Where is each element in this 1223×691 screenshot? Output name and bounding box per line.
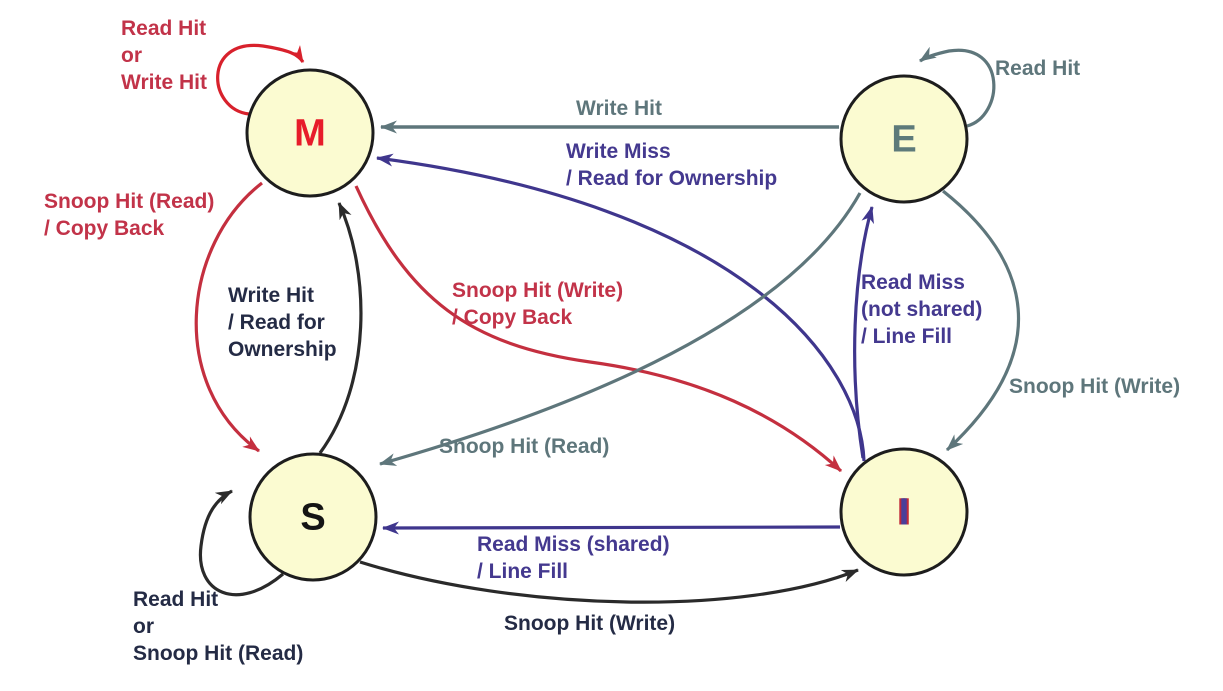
label-m-to-i: Snoop Hit (Write) / Copy Back [452, 279, 624, 329]
label-m-to-s: Snoop Hit (Read) / Copy Back [44, 190, 215, 240]
state-node-invalid: I [839, 447, 969, 577]
arrow-s-to-m [318, 202, 363, 454]
label-s-to-i: Snoop Hit (Write) [504, 612, 676, 635]
arrow-m-to-i [354, 185, 843, 473]
label-i-to-m: Write Miss / Read for Ownership [566, 140, 778, 190]
state-label-shared: S [300, 496, 326, 538]
state-label-modified: M [294, 112, 326, 154]
label-e-to-i: Snoop Hit (Write) [1009, 375, 1181, 398]
state-label-exclusive: E [891, 118, 917, 160]
arrow-i-to-s [382, 521, 841, 535]
arrow-e-self-loop [919, 46, 996, 128]
label-s-self: Read Hit or Snoop Hit (Read) [133, 588, 304, 665]
label-e-self: Read Hit [995, 57, 1081, 80]
label-e-to-s: Snoop Hit (Read) [439, 435, 610, 458]
state-label-invalid: I [898, 491, 910, 533]
label-m-self: Read Hit or Write Hit [121, 17, 207, 94]
label-e-to-m: Write Hit [576, 97, 662, 120]
arrow-m-to-s [194, 181, 263, 453]
state-node-exclusive: E [839, 74, 969, 204]
state-node-shared: S [248, 452, 378, 582]
arrow-s-to-i [359, 560, 859, 604]
arrow-i-to-m [376, 153, 866, 462]
label-i-to-e: Read Miss (not shared) / Line Fill [861, 271, 983, 348]
label-s-to-m: Write Hit / Read for Ownership [228, 284, 337, 361]
state-node-modified: M [245, 68, 375, 198]
arrow-e-to-s [379, 192, 862, 466]
label-i-to-s: Read Miss (shared) / Line Fill [477, 533, 670, 583]
arrow-e-to-i [942, 189, 1021, 452]
arrow-i-to-e [853, 206, 874, 459]
arrow-s-self-loop [198, 489, 285, 597]
arrow-m-self-loop [216, 43, 305, 116]
